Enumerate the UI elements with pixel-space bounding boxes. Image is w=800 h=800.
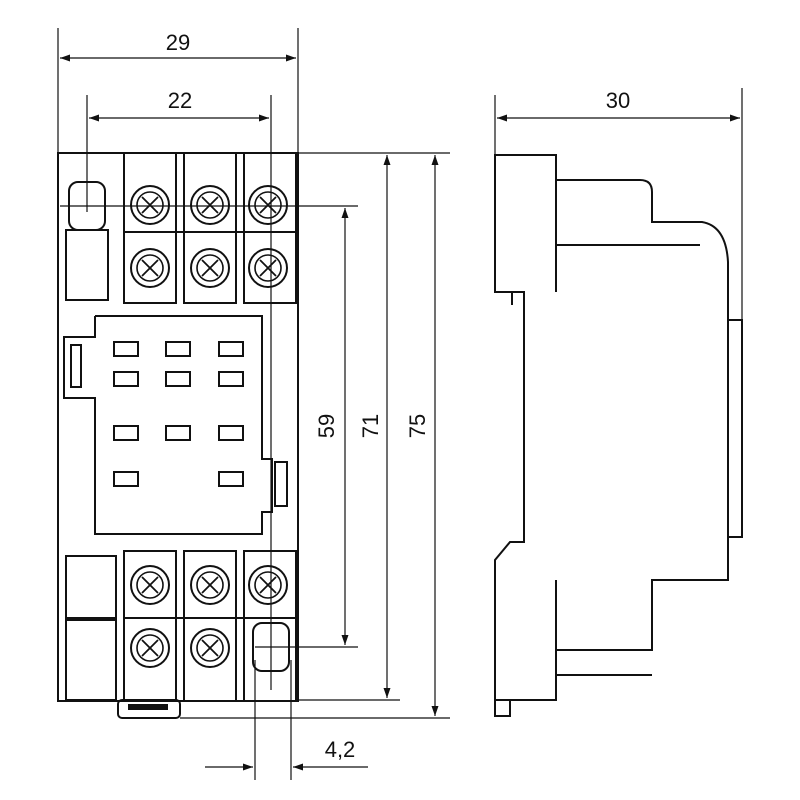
dim-overall-width: 29 (166, 30, 190, 55)
front-dimensions: 29 22 59 71 75 4,2 (57, 28, 450, 780)
bottom-left-cell-lower (65, 619, 117, 701)
bottom-terminal-block (65, 550, 297, 702)
dim-mount-hole-spacing: 59 (314, 414, 339, 438)
screw-terminal-icon (130, 185, 288, 668)
dim-side-depth: 30 (606, 88, 630, 113)
dim-terminal-spacing: 22 (168, 88, 192, 113)
dim-overall-height: 75 (405, 414, 430, 438)
side-view (494, 154, 743, 717)
side-dimensions: 30 (494, 88, 743, 320)
relay-socket-area (63, 315, 288, 535)
top-left-cell (65, 229, 109, 301)
front-view (57, 152, 299, 719)
side-profile-outline (494, 154, 743, 717)
bottom-left-cell-upper (65, 555, 117, 619)
top-terminal-block (65, 152, 297, 304)
dim-body-height: 71 (358, 414, 383, 438)
dim-hole-offset: 4,2 (325, 737, 356, 762)
